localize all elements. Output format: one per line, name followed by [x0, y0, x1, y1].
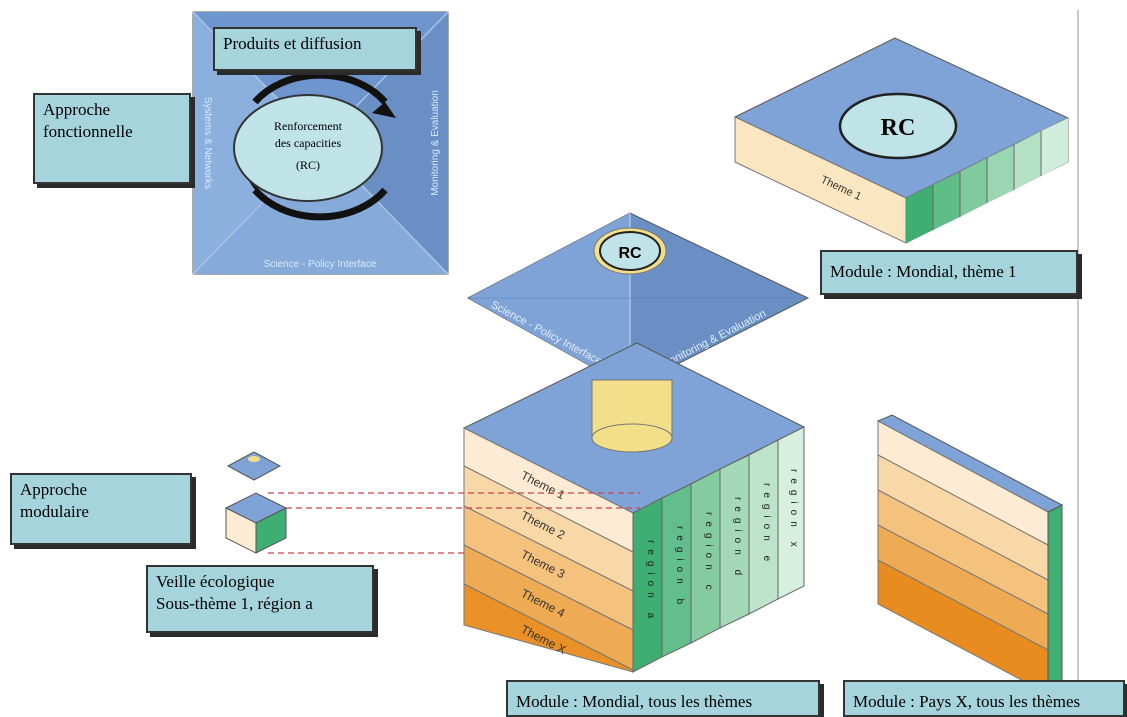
label-module-mondial-tous: Module : Mondial, tous les thèmes — [506, 680, 820, 717]
cube-region-a: region a — [645, 540, 656, 624]
face-right-label: Monitoring & Evaluation — [430, 90, 441, 196]
cube-region-c: region c — [703, 512, 714, 596]
label-veille-ecologique: Veille écologique Sous-thème 1, région a — [146, 565, 374, 633]
face-left-label: Systems & Networks — [202, 97, 213, 189]
rc-oval — [233, 94, 383, 202]
rc-line-2: des capacities — [275, 136, 342, 150]
modular-icon — [224, 451, 288, 554]
rc-badge-oval — [838, 92, 958, 160]
label-produits-diffusion: Produits et diffusion — [213, 27, 417, 71]
dashed-connectors — [268, 492, 640, 554]
cube-region-b: region b — [674, 526, 685, 610]
cycle-arrow-icon — [252, 187, 388, 221]
roof-rc-text: RC — [618, 245, 642, 262]
cube-region-e: region e — [761, 483, 772, 567]
country-slab — [876, 414, 1064, 695]
cycle-arrow-icon — [252, 71, 388, 105]
world-cube: Theme 1 Theme 2 Theme 3 Theme 4 Theme X … — [462, 342, 806, 673]
rc-badge-text: RC — [881, 115, 916, 141]
slab-theme1: Theme 1 RC — [733, 37, 1070, 244]
label-module-pays: Module : Pays X, tous les thèmes — [843, 680, 1125, 717]
roof-rc-oval — [599, 231, 661, 271]
rc-line-3: (RC) — [296, 158, 320, 172]
face-bottom-label: Science - Policy Interface — [264, 259, 377, 270]
label-approche-fonctionnelle: Approche fonctionnelle — [33, 93, 191, 184]
label-approche-modulaire: Approche modulaire — [10, 473, 192, 545]
rc-line-1: Renforcement — [274, 119, 343, 133]
cube-region-x: region x — [788, 469, 799, 553]
cube-region-d: region d — [732, 497, 743, 581]
label-module-mondial-theme1: Module : Mondial, thème 1 — [820, 250, 1078, 295]
